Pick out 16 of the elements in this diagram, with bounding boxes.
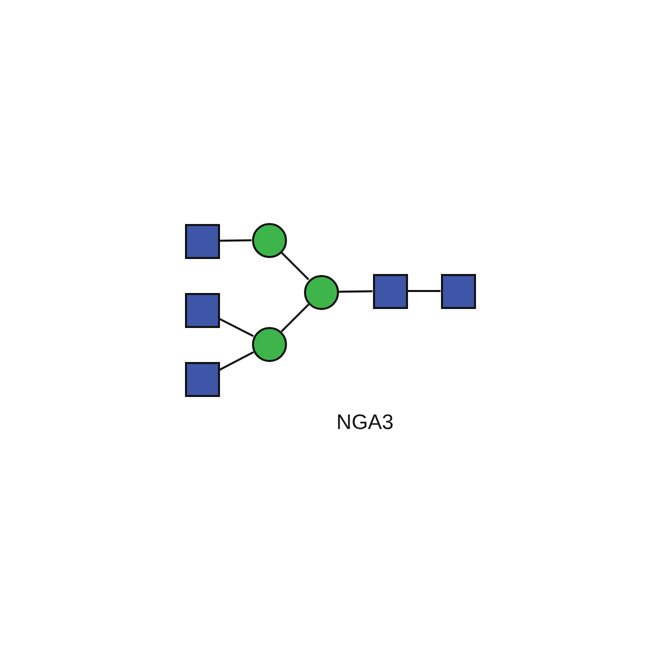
connector-line <box>280 304 310 332</box>
connector-line <box>219 318 254 337</box>
square-symbol <box>184 362 220 396</box>
connector-line <box>219 239 252 242</box>
caption-text: NGA3 <box>336 410 394 436</box>
connector-line <box>219 351 254 371</box>
square-symbol <box>184 292 220 328</box>
circle-symbol <box>252 326 286 362</box>
connector-line <box>338 290 373 293</box>
square-symbol <box>184 224 220 258</box>
connector-line <box>280 252 310 280</box>
square-symbol <box>440 274 476 308</box>
circle-symbol <box>304 274 338 310</box>
circle-symbol <box>252 222 286 258</box>
connector-line <box>408 290 440 292</box>
square-symbol <box>372 274 408 308</box>
